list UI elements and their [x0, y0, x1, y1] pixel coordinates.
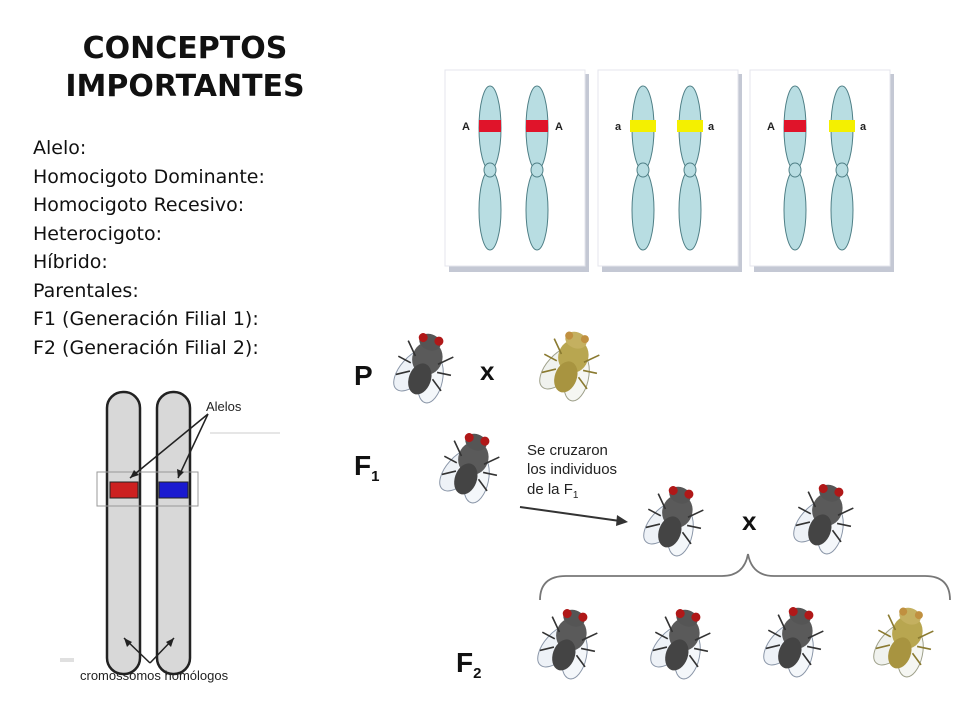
allele-letter-right: A — [555, 121, 563, 133]
centromere — [530, 162, 544, 178]
concept-list: Alelo: Homocigoto Dominante: Homocigoto … — [33, 134, 265, 362]
allele-band — [829, 120, 855, 132]
allele-band — [526, 120, 548, 132]
fly-gray-icon — [526, 599, 607, 687]
arrowhead — [166, 638, 174, 647]
fly-yellow-icon — [528, 322, 609, 409]
cross-note-line-2: los individuos — [527, 461, 617, 478]
allele-pointer-right — [177, 413, 209, 479]
cross-note-line-3: de la F1 — [527, 481, 579, 501]
scan-line — [210, 432, 280, 434]
allele-band — [784, 120, 806, 132]
fly-gray-icon — [382, 323, 463, 411]
allele-letter-right: a — [708, 121, 715, 133]
panel-card — [444, 69, 586, 267]
f2-subscript: 2 — [473, 665, 481, 682]
cross-note-line-1: Se cruzaron — [527, 442, 608, 459]
concept-heterocigoto: Heterocigoto: — [33, 222, 163, 245]
centromere — [636, 162, 650, 178]
chromosome-lower-arm — [830, 169, 854, 251]
arrowhead — [130, 470, 139, 478]
fly-gray-icon — [752, 597, 833, 685]
centromere — [788, 162, 802, 178]
f2-letter: F — [456, 647, 473, 678]
cross-note-line-3-text: de la F — [527, 481, 573, 498]
homologs-caption: cromossomos homólogos — [80, 668, 229, 683]
fly-gray-icon — [428, 423, 509, 511]
allele-letter-left: A — [767, 121, 775, 133]
concept-alelo: Alelo: — [33, 137, 87, 159]
title-line-1: CONCEPTOS — [82, 31, 288, 66]
arrowhead — [124, 638, 132, 647]
allele-highlight-box — [96, 471, 199, 507]
concept-f2: F2 (Generación Filial 2): — [33, 336, 259, 359]
f1-subscript: 1 — [371, 468, 379, 485]
concept-parentales: Parentales: — [33, 279, 139, 302]
cross-arrow — [519, 506, 621, 522]
chromosome-lower-arm — [525, 169, 549, 251]
allele-band-blue — [158, 481, 189, 499]
centromere — [835, 162, 849, 178]
panel-card — [597, 69, 739, 267]
fly-gray-icon — [639, 599, 720, 687]
p-label: P — [354, 360, 373, 391]
chromosome-lower-arm — [783, 169, 807, 251]
concept-hibrido: Híbrido: — [33, 251, 108, 273]
scan-mark — [60, 658, 74, 662]
centromere — [683, 162, 697, 178]
alleles-label: Alelos — [206, 399, 242, 414]
f1-letter: F — [354, 450, 371, 481]
fly-gray-icon — [632, 476, 713, 564]
concept-f1: F1 (Generación Filial 1): — [33, 308, 259, 330]
chromosome-lower-arm — [631, 169, 655, 251]
chromosome-right — [155, 390, 192, 676]
arrowhead — [616, 515, 628, 526]
title-line-2: IMPORTANTES — [65, 69, 305, 104]
f2-label: F2 — [456, 647, 481, 682]
chromosome-left — [105, 390, 142, 676]
allele-pointer-left — [129, 413, 209, 479]
panel-card — [749, 69, 891, 267]
cross-symbol-f1: x — [742, 506, 757, 536]
fly-cross-diagram: P F1 F2 x Se cruzaron los individuos de … — [354, 322, 951, 687]
chromosome-lower-arm — [678, 169, 702, 251]
chromosome-lower-arm — [478, 169, 502, 251]
allele-band — [479, 120, 501, 132]
f1-label: F1 — [354, 450, 379, 485]
allele-letter-left: A — [462, 121, 470, 133]
arrowhead — [177, 469, 184, 478]
cross-symbol-p: x — [480, 356, 495, 386]
allele-letter-right: a — [860, 121, 867, 133]
homologous-chromosomes-figure: Alelos cromossomos homólogos — [60, 390, 280, 683]
concept-homocigoto-recesivo: Homocigoto Recesivo: — [33, 194, 245, 216]
centromere — [483, 162, 497, 178]
offspring-brace — [539, 553, 951, 601]
allele-letter-left: a — [615, 121, 622, 133]
allele-band — [630, 120, 656, 132]
allele-band-red — [109, 481, 139, 499]
fly-gray-icon — [782, 474, 863, 562]
cross-note-subscript: 1 — [573, 490, 579, 501]
allele-band — [677, 120, 703, 132]
concept-homocigoto-dominante: Homocigoto Dominante: — [33, 165, 265, 188]
fly-yellow-icon — [862, 598, 943, 685]
slide-title: CONCEPTOS IMPORTANTES — [30, 30, 340, 106]
